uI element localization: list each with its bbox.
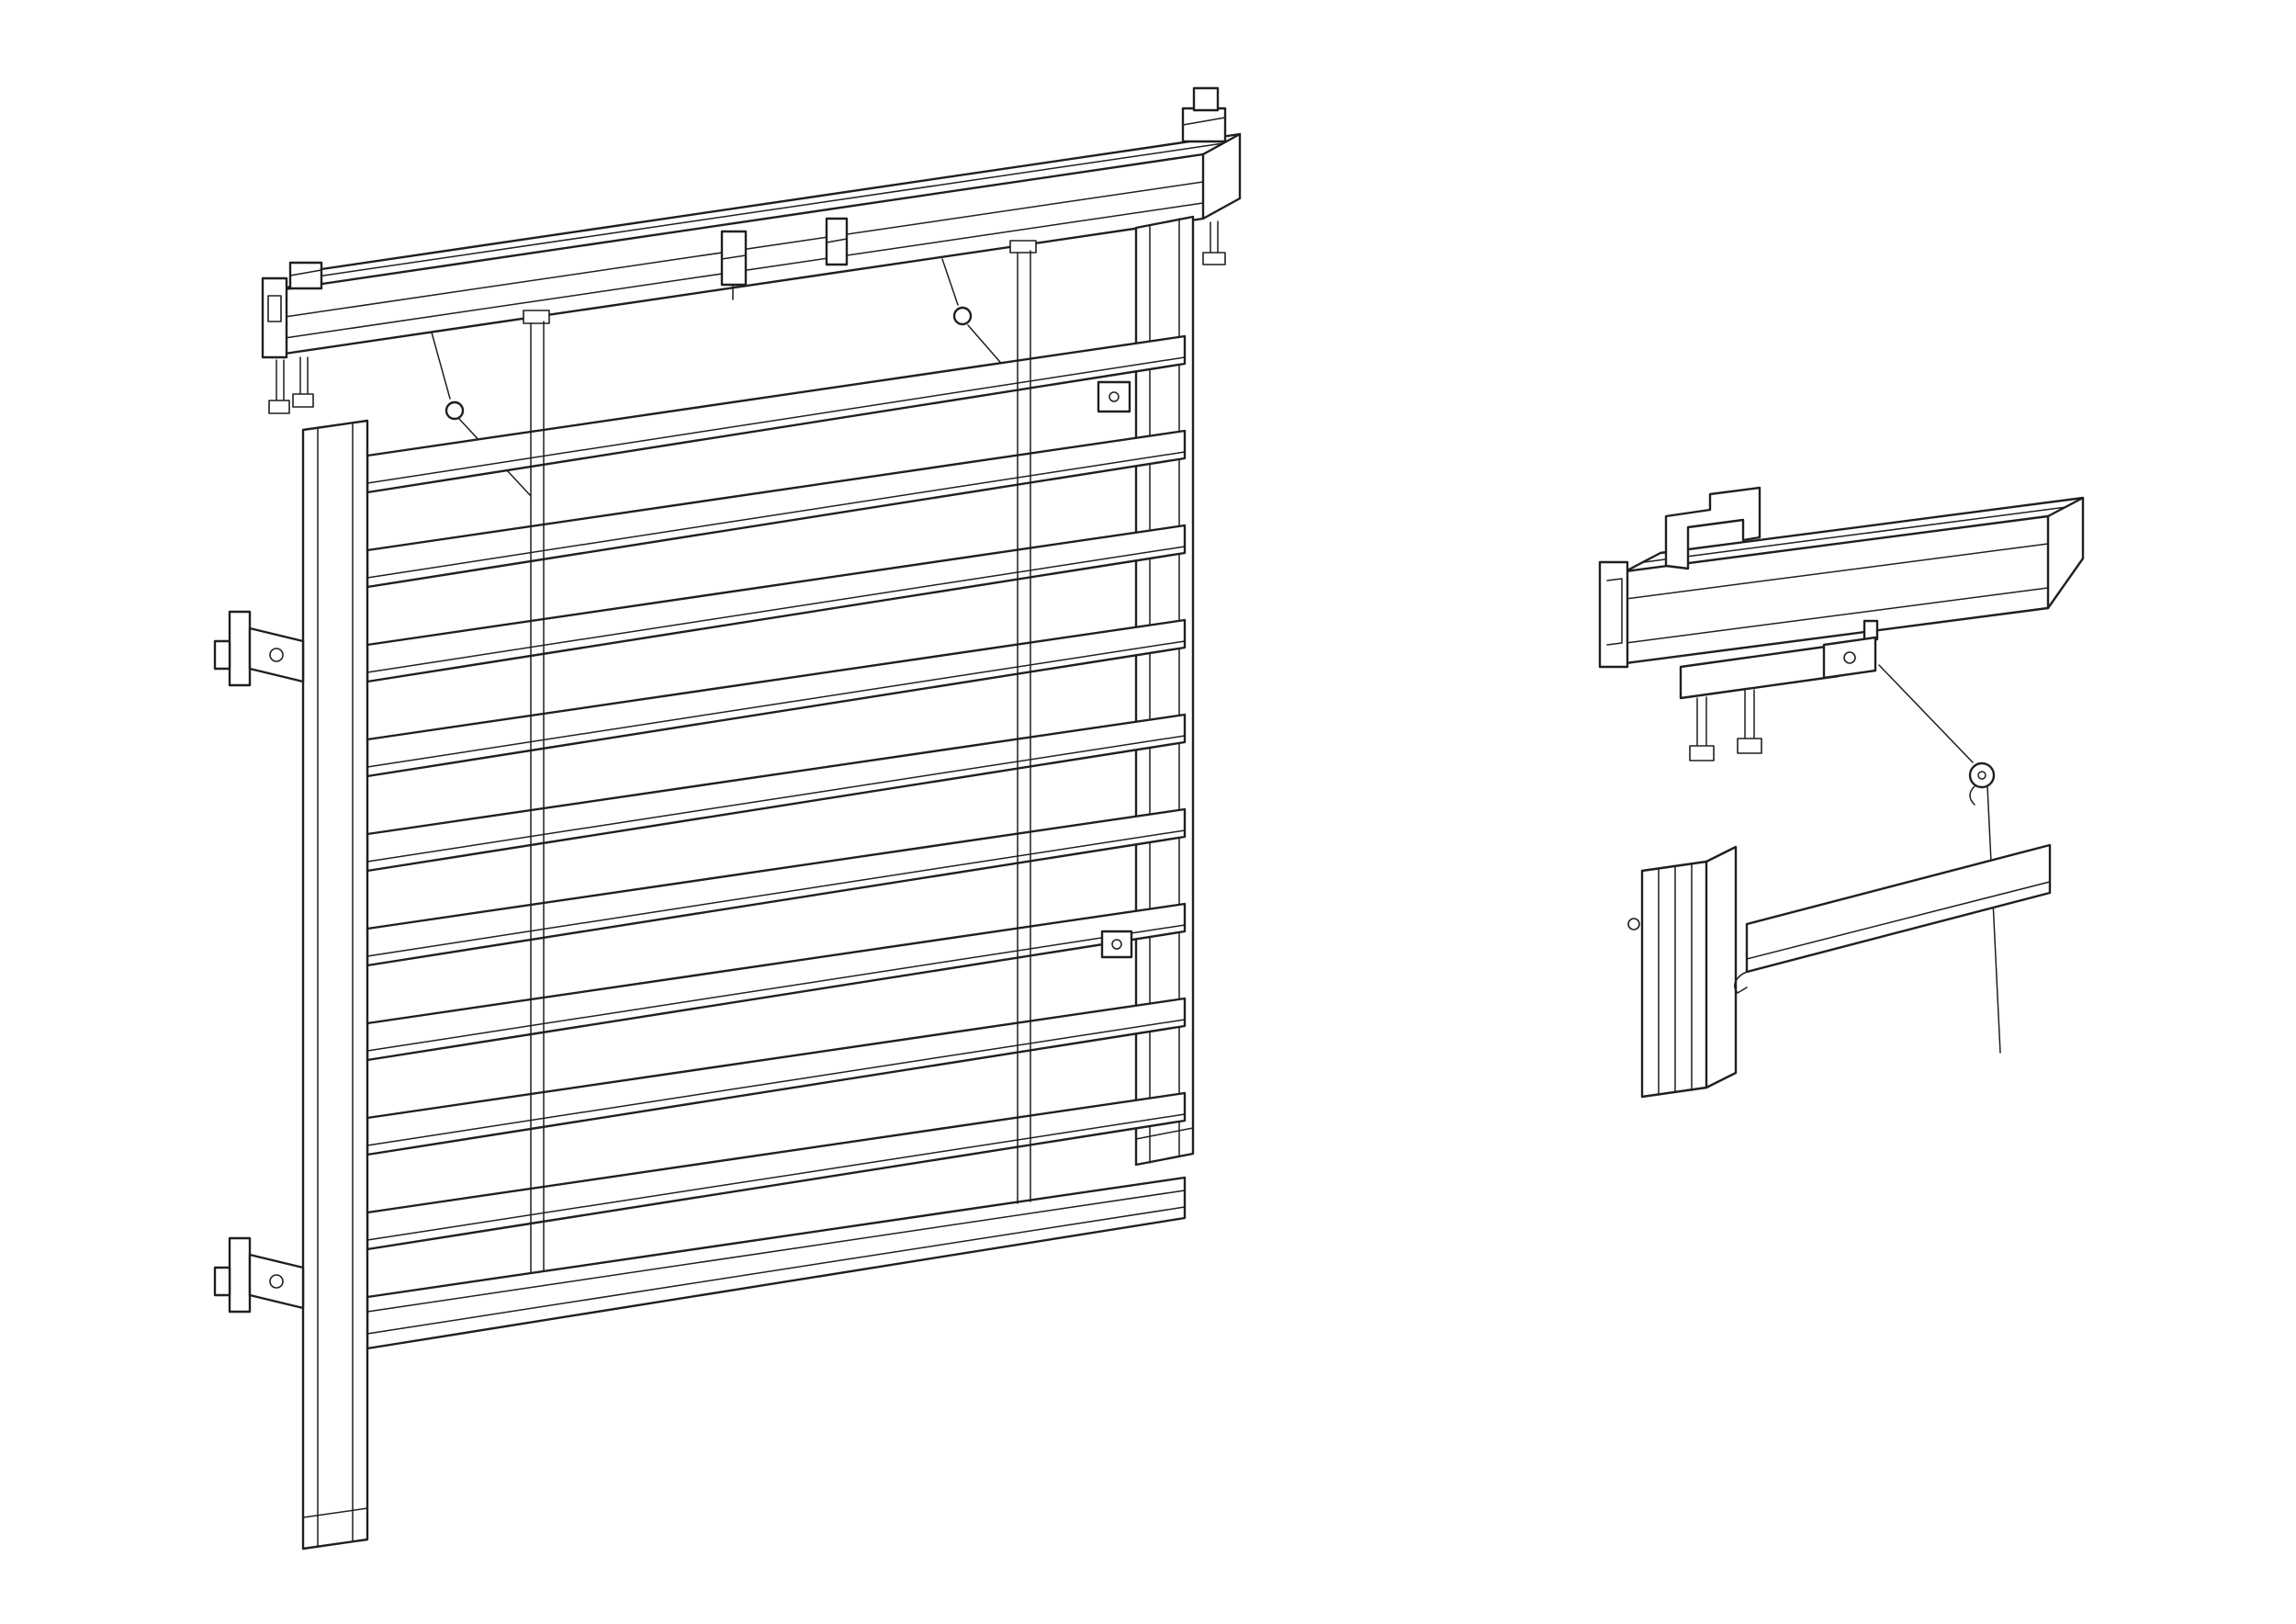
- detail-headrail-channel: [1606, 578, 1623, 646]
- profile-bolt-icon: [1627, 918, 1640, 930]
- detail-slat: [1734, 843, 2052, 994]
- detail-guide-rail-profile: [1627, 845, 1738, 1099]
- slat-lip-curl: [1734, 971, 1748, 994]
- detail-cord: [1878, 664, 2001, 1054]
- wall-bracket-bottom: [213, 1236, 305, 1314]
- headrail-left-bracket-groove: [289, 269, 322, 276]
- cord-knob-icon: [445, 400, 465, 421]
- detail-under-bracket: [1679, 643, 1840, 761]
- main-assembly-view: [213, 86, 1242, 1551]
- left-guide-rail: [301, 419, 369, 1551]
- detail-headrail: [1598, 496, 2085, 669]
- headrail-right-clamp: [1181, 86, 1227, 143]
- lift-tape-left: [523, 310, 550, 1274]
- cord-lock-icon: [1968, 761, 1996, 789]
- detail-headrail-endcap: [1598, 560, 1629, 669]
- headrail-body: [283, 132, 1242, 355]
- right-rail-top-clip: [1097, 380, 1131, 413]
- wall-bracket-top: [213, 610, 305, 687]
- headrail-left-bolts: [268, 356, 314, 414]
- headrail-center-clip-2: [825, 217, 849, 266]
- slat-stack: [366, 334, 1187, 1251]
- cord-hook-icon: [1969, 785, 1975, 806]
- headrail-front-top-edge: [283, 152, 1205, 291]
- cord-knob-icon: [952, 306, 973, 326]
- headrail-left-top-bracket: [288, 261, 323, 290]
- detail-top-clamp: [1664, 486, 1761, 570]
- headrail-center-clip-1: [720, 230, 748, 300]
- detail-front-bracket: [1822, 619, 1879, 680]
- headrail: [261, 86, 1242, 414]
- headrail-top-groove: [304, 142, 1224, 279]
- headrail-left-endcap-slot: [267, 295, 282, 322]
- lift-tape-right: [1009, 240, 1037, 1204]
- right-rail-mid-clip: [1100, 930, 1133, 959]
- detail-view: [1598, 486, 2085, 1099]
- headrail-right-bolts: [1202, 220, 1226, 265]
